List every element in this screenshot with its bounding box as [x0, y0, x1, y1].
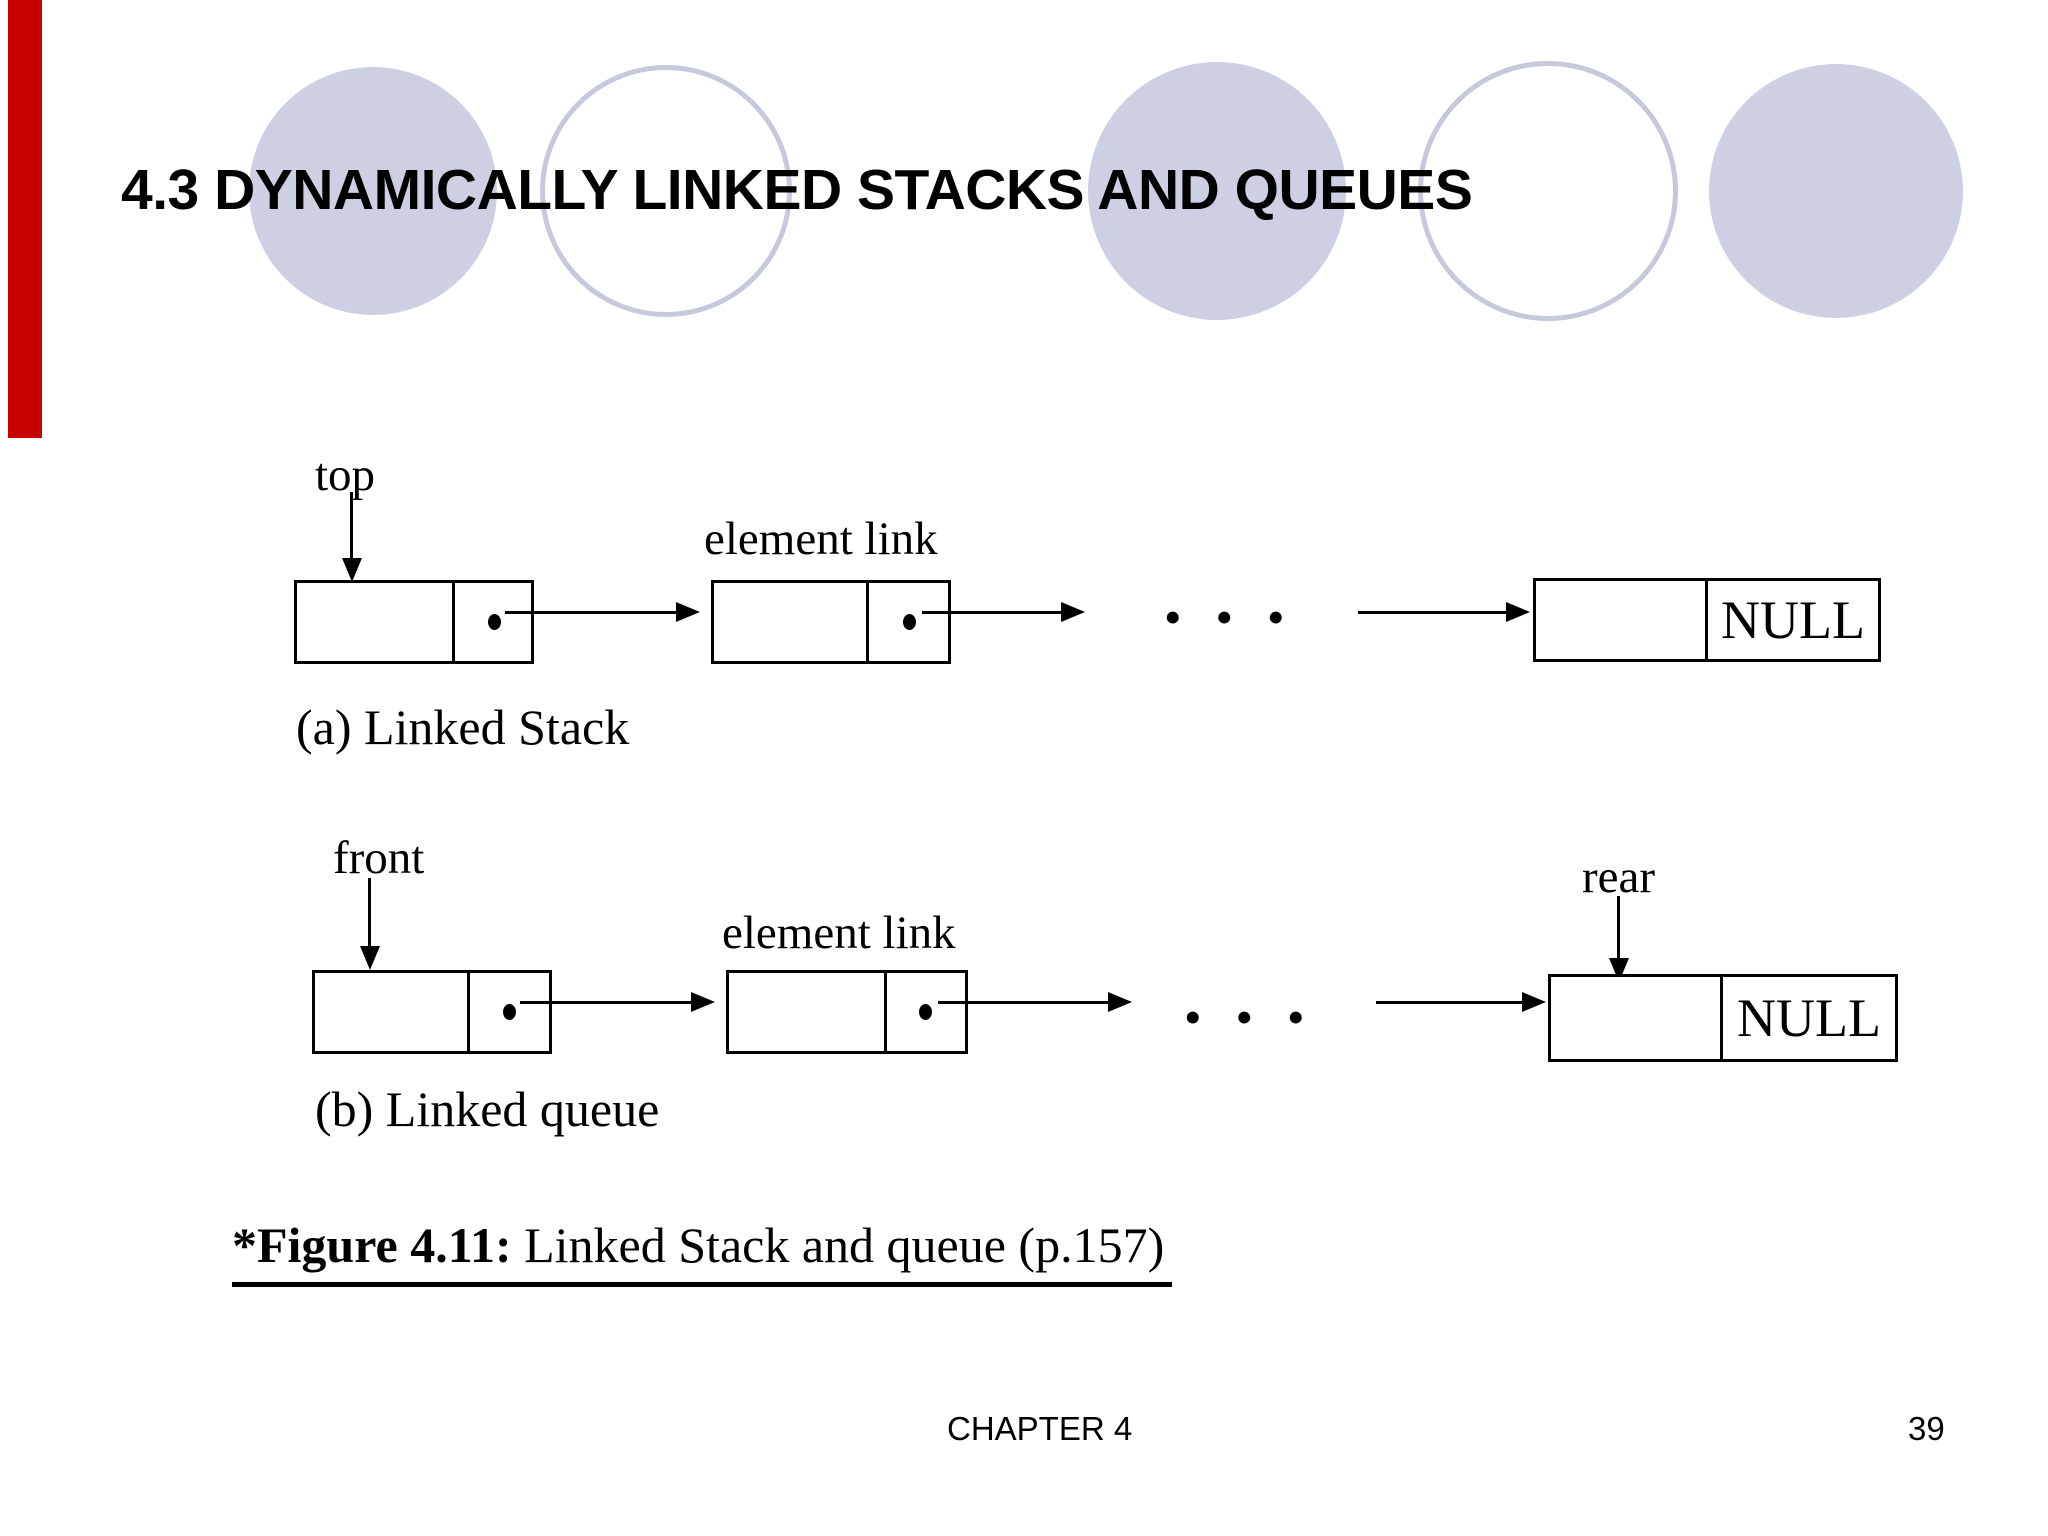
link-pointer-dot	[488, 614, 501, 630]
queue-node-2	[726, 970, 968, 1054]
figure-caption-number: *Figure 4.11:	[232, 1217, 512, 1273]
figure-caption: *Figure 4.11: Linked Stack and queue (p.…	[232, 1216, 1173, 1287]
stack-null-label: NULL	[1721, 590, 1865, 650]
queue-element-link-label: element link	[722, 907, 956, 959]
stack-element-link-label: element link	[704, 513, 938, 565]
queue-caption: (b) Linked queue	[315, 1081, 660, 1137]
decorative-circle-outline	[1418, 61, 1678, 321]
queue-link-arrow-3	[1376, 992, 1546, 1012]
decorative-circle-filled	[249, 67, 497, 315]
stack-link-arrow-3	[1358, 602, 1530, 622]
figure-caption-text: Linked Stack and queue (p.157)	[511, 1217, 1165, 1273]
queue-null-label: NULL	[1737, 988, 1881, 1048]
red-accent-bar	[8, 0, 42, 438]
slide-title: 4.3 DYNAMICALLY LINKED STACKS AND QUEUES	[121, 158, 1473, 222]
queue-link-arrow-2	[938, 992, 1132, 1012]
queue-null-node: NULL	[1548, 974, 1898, 1062]
queue-front-pointer-label: front	[333, 832, 425, 884]
queue-link-arrow-1	[520, 992, 715, 1012]
stack-node-2	[711, 580, 951, 664]
queue-ellipsis-dots: •••	[1184, 989, 1339, 1045]
stack-top-pointer-label: top	[315, 449, 376, 501]
footer-chapter: CHAPTER 4	[947, 1410, 1133, 1447]
stack-null-node: NULL	[1533, 578, 1881, 662]
node-field-divider	[452, 583, 455, 661]
node-field-divider	[1705, 581, 1708, 659]
stack-node-1	[294, 580, 534, 664]
link-pointer-dot	[503, 1004, 516, 1020]
decorative-circle-filled	[1088, 62, 1346, 320]
node-field-divider	[884, 973, 887, 1051]
decorative-circle-filled	[1709, 64, 1963, 318]
stack-caption: (a) Linked Stack	[296, 699, 630, 755]
queue-node-1	[312, 970, 552, 1054]
stack-ellipsis-dots: •••	[1164, 589, 1319, 645]
stack-top-arrow	[342, 492, 362, 582]
decorative-circle-outline	[540, 65, 792, 317]
footer-page-number: 39	[1908, 1410, 1945, 1447]
node-field-divider	[467, 973, 470, 1051]
queue-rear-arrow	[1609, 896, 1629, 982]
queue-front-arrow	[360, 878, 380, 970]
stack-link-arrow-2	[922, 602, 1085, 622]
node-field-divider	[866, 583, 869, 661]
link-pointer-dot	[919, 1004, 932, 1020]
queue-rear-pointer-label: rear	[1582, 851, 1656, 903]
link-pointer-dot	[903, 614, 916, 630]
stack-link-arrow-1	[505, 602, 700, 622]
node-field-divider	[1720, 977, 1723, 1059]
